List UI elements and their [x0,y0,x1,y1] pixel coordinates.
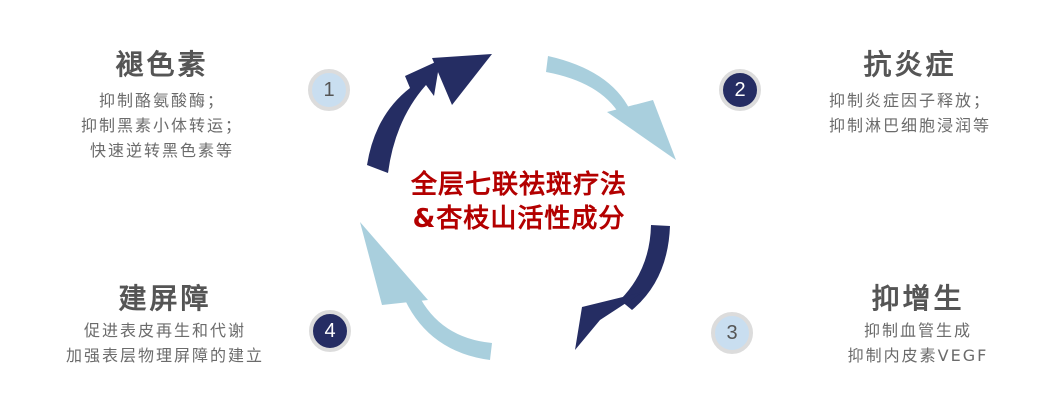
center-line-1: 全层七联祛斑疗法 [410,170,627,200]
item-4: 建屏障 促进表皮再生和代谢 加强表层物理屏障的建立 [50,282,280,368]
item-3-line-2: 抑制内皮素VEGF [847,346,989,365]
arrow-head-bottom-right [575,292,643,350]
arrow-top-left [367,60,440,173]
item-1-line-3: 快速逆转黑色素等 [89,141,234,160]
item-1-line-1: 抑制酪氨酸酶； [98,91,225,110]
item-1-title: 褪色素 [115,48,209,81]
center-label: 全层七联祛斑疗法 &杏枝山活性成分 [384,168,654,236]
item-2: 抗炎症 抑制炎症因子释放； 抑制淋巴细胞浸润等 [810,48,1010,138]
item-2-line-2: 抑制淋巴细胞浸润等 [828,116,991,135]
item-2-line-1: 抑制炎症因子释放； [828,91,991,110]
item-3: 抑增生 抑制血管生成 抑制内皮素VEGF [818,282,1018,368]
item-4-line-1: 促进表皮再生和代谢 [83,321,246,340]
item-3-number-badge: 3 [711,312,753,354]
arrow-bottom-right [620,225,670,310]
arrow-head-bottom-left [360,222,428,305]
item-4-line-2: 加强表层物理屏障的建立 [65,346,264,365]
item-3-line-1: 抑制血管生成 [863,321,972,340]
arrow-bottom-left [405,294,492,360]
item-4-title: 建屏障 [118,282,212,315]
item-4-number-badge: 4 [309,310,351,352]
center-line-2: &杏枝山活性成分 [412,204,626,234]
item-2-title: 抗炎症 [863,48,957,81]
arrow-head-top-right [607,100,676,160]
arrow-top-right [546,56,630,115]
item-1-number-badge: 1 [308,69,350,111]
arrow-head-top-left [432,54,492,105]
item-2-number-badge: 2 [719,69,761,111]
item-1-line-2: 抑制黑素小体转运； [80,116,243,135]
item-3-title: 抑增生 [871,282,965,315]
item-1: 褪色素 抑制酪氨酸酶； 抑制黑素小体转运； 快速逆转黑色素等 [62,48,262,163]
